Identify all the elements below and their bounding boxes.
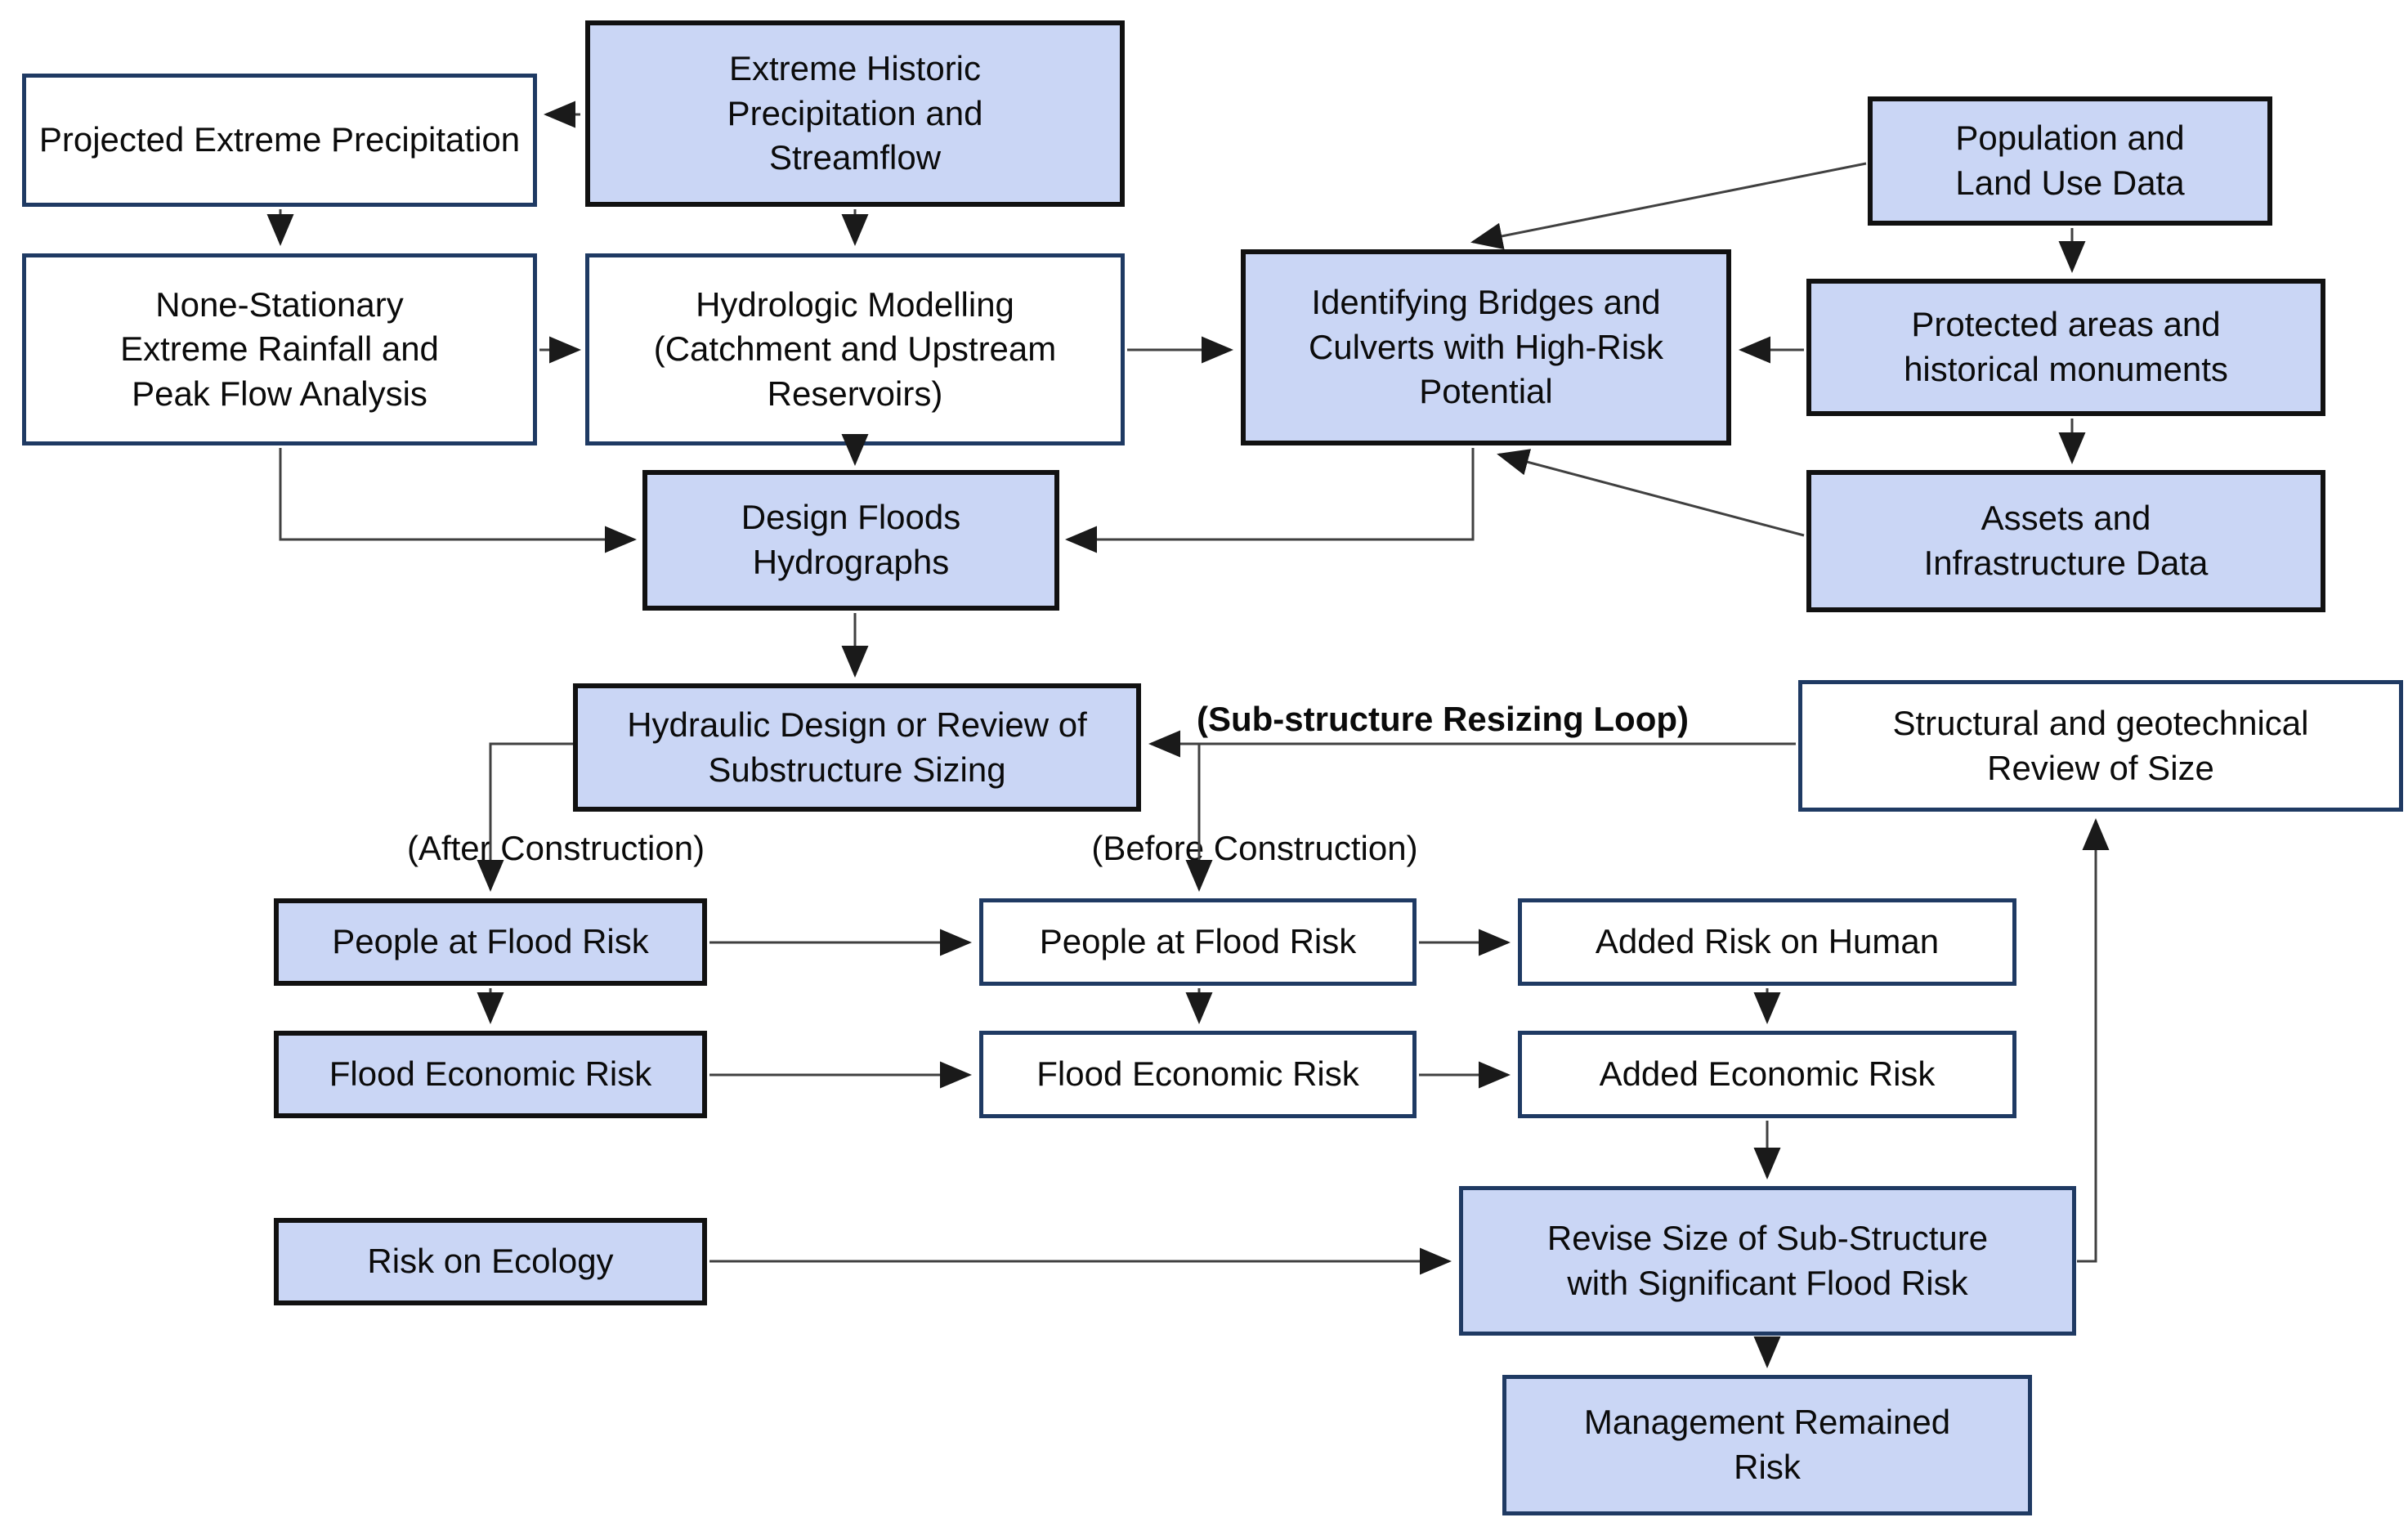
node-design-floods-hydrographs: Design Floods Hydrographs	[642, 470, 1059, 611]
node-label: None-Stationary Extreme Rainfall and Pea…	[120, 284, 439, 413]
node-label: Projected Extreme Precipitation	[38, 120, 521, 159]
node-risk-on-ecology: Risk on Ecology	[274, 1218, 707, 1305]
node-label: Added Economic Risk	[1599, 1054, 1936, 1094]
node-label: Assets and Infrastructure Data	[1923, 499, 2209, 582]
node-protected-areas-historical-monuments: Protected areas and historical monuments	[1806, 279, 2325, 416]
node-label: People at Flood Risk	[1039, 922, 1357, 961]
edge-label-substructure-resizing-loop: (Sub-structure Resizing Loop)	[1197, 700, 1689, 738]
node-label: Flood Economic Risk	[1036, 1054, 1359, 1094]
edge-label-before-construction: (Before Construction)	[1091, 829, 1418, 867]
node-flood-economic-risk-after: Flood Economic Risk	[274, 1031, 707, 1118]
node-label: Revise Size of Sub-Structure with Signif…	[1546, 1218, 1989, 1302]
node-added-economic-risk: Added Economic Risk	[1518, 1031, 2016, 1118]
node-label: People at Flood Risk	[332, 922, 649, 961]
node-people-at-flood-risk-before: People at Flood Risk	[979, 898, 1417, 986]
node-label: Management Remained Risk	[1583, 1403, 1951, 1486]
node-hydrologic-modelling: Hydrologic Modelling (Catchment and Upst…	[585, 253, 1125, 445]
node-management-remained-risk: Management Remained Risk	[1502, 1375, 2032, 1515]
node-label: Extreme Historic Precipitation and Strea…	[727, 49, 983, 177]
node-assets-infrastructure-data: Assets and Infrastructure Data	[1806, 470, 2325, 612]
node-hydraulic-design-review-substructure-sizing: Hydraulic Design or Review of Substructu…	[573, 683, 1141, 812]
node-label: Hydrologic Modelling (Catchment and Upst…	[653, 284, 1057, 413]
node-label: Added Risk on Human	[1595, 922, 1940, 961]
node-label: Population and Land Use Data	[1955, 119, 2185, 202]
node-extreme-historic-precipitation-streamflow: Extreme Historic Precipitation and Strea…	[585, 20, 1125, 207]
node-label: Risk on Ecology	[367, 1242, 614, 1281]
node-label: Flood Economic Risk	[329, 1054, 652, 1094]
node-label: Design Floods Hydrographs	[741, 498, 961, 581]
node-people-at-flood-risk-after: People at Flood Risk	[274, 898, 707, 986]
node-label: Protected areas and historical monuments	[1904, 305, 2228, 388]
edge-label-after-construction: (After Construction)	[406, 829, 705, 867]
node-projected-extreme-precipitation: Projected Extreme Precipitation	[22, 74, 537, 207]
node-flood-economic-risk-before: Flood Economic Risk	[979, 1031, 1417, 1118]
node-none-stationary-extreme-rainfall-peak-flow: None-Stationary Extreme Rainfall and Pea…	[22, 253, 537, 445]
node-identifying-bridges-culverts-high-risk: Identifying Bridges and Culverts with Hi…	[1241, 249, 1731, 445]
node-revise-size-of-sub-structure: Revise Size of Sub-Structure with Signif…	[1459, 1186, 2076, 1336]
node-added-risk-on-human: Added Risk on Human	[1518, 898, 2016, 986]
node-label: Identifying Bridges and Culverts with Hi…	[1308, 283, 1664, 411]
node-label: Structural and geotechnical Review of Si…	[1892, 703, 2309, 787]
node-label: Hydraulic Design or Review of Substructu…	[627, 705, 1087, 789]
node-population-land-use-data: Population and Land Use Data	[1868, 96, 2272, 226]
node-structural-geotechnical-review-of-size: Structural and geotechnical Review of Si…	[1798, 680, 2403, 812]
